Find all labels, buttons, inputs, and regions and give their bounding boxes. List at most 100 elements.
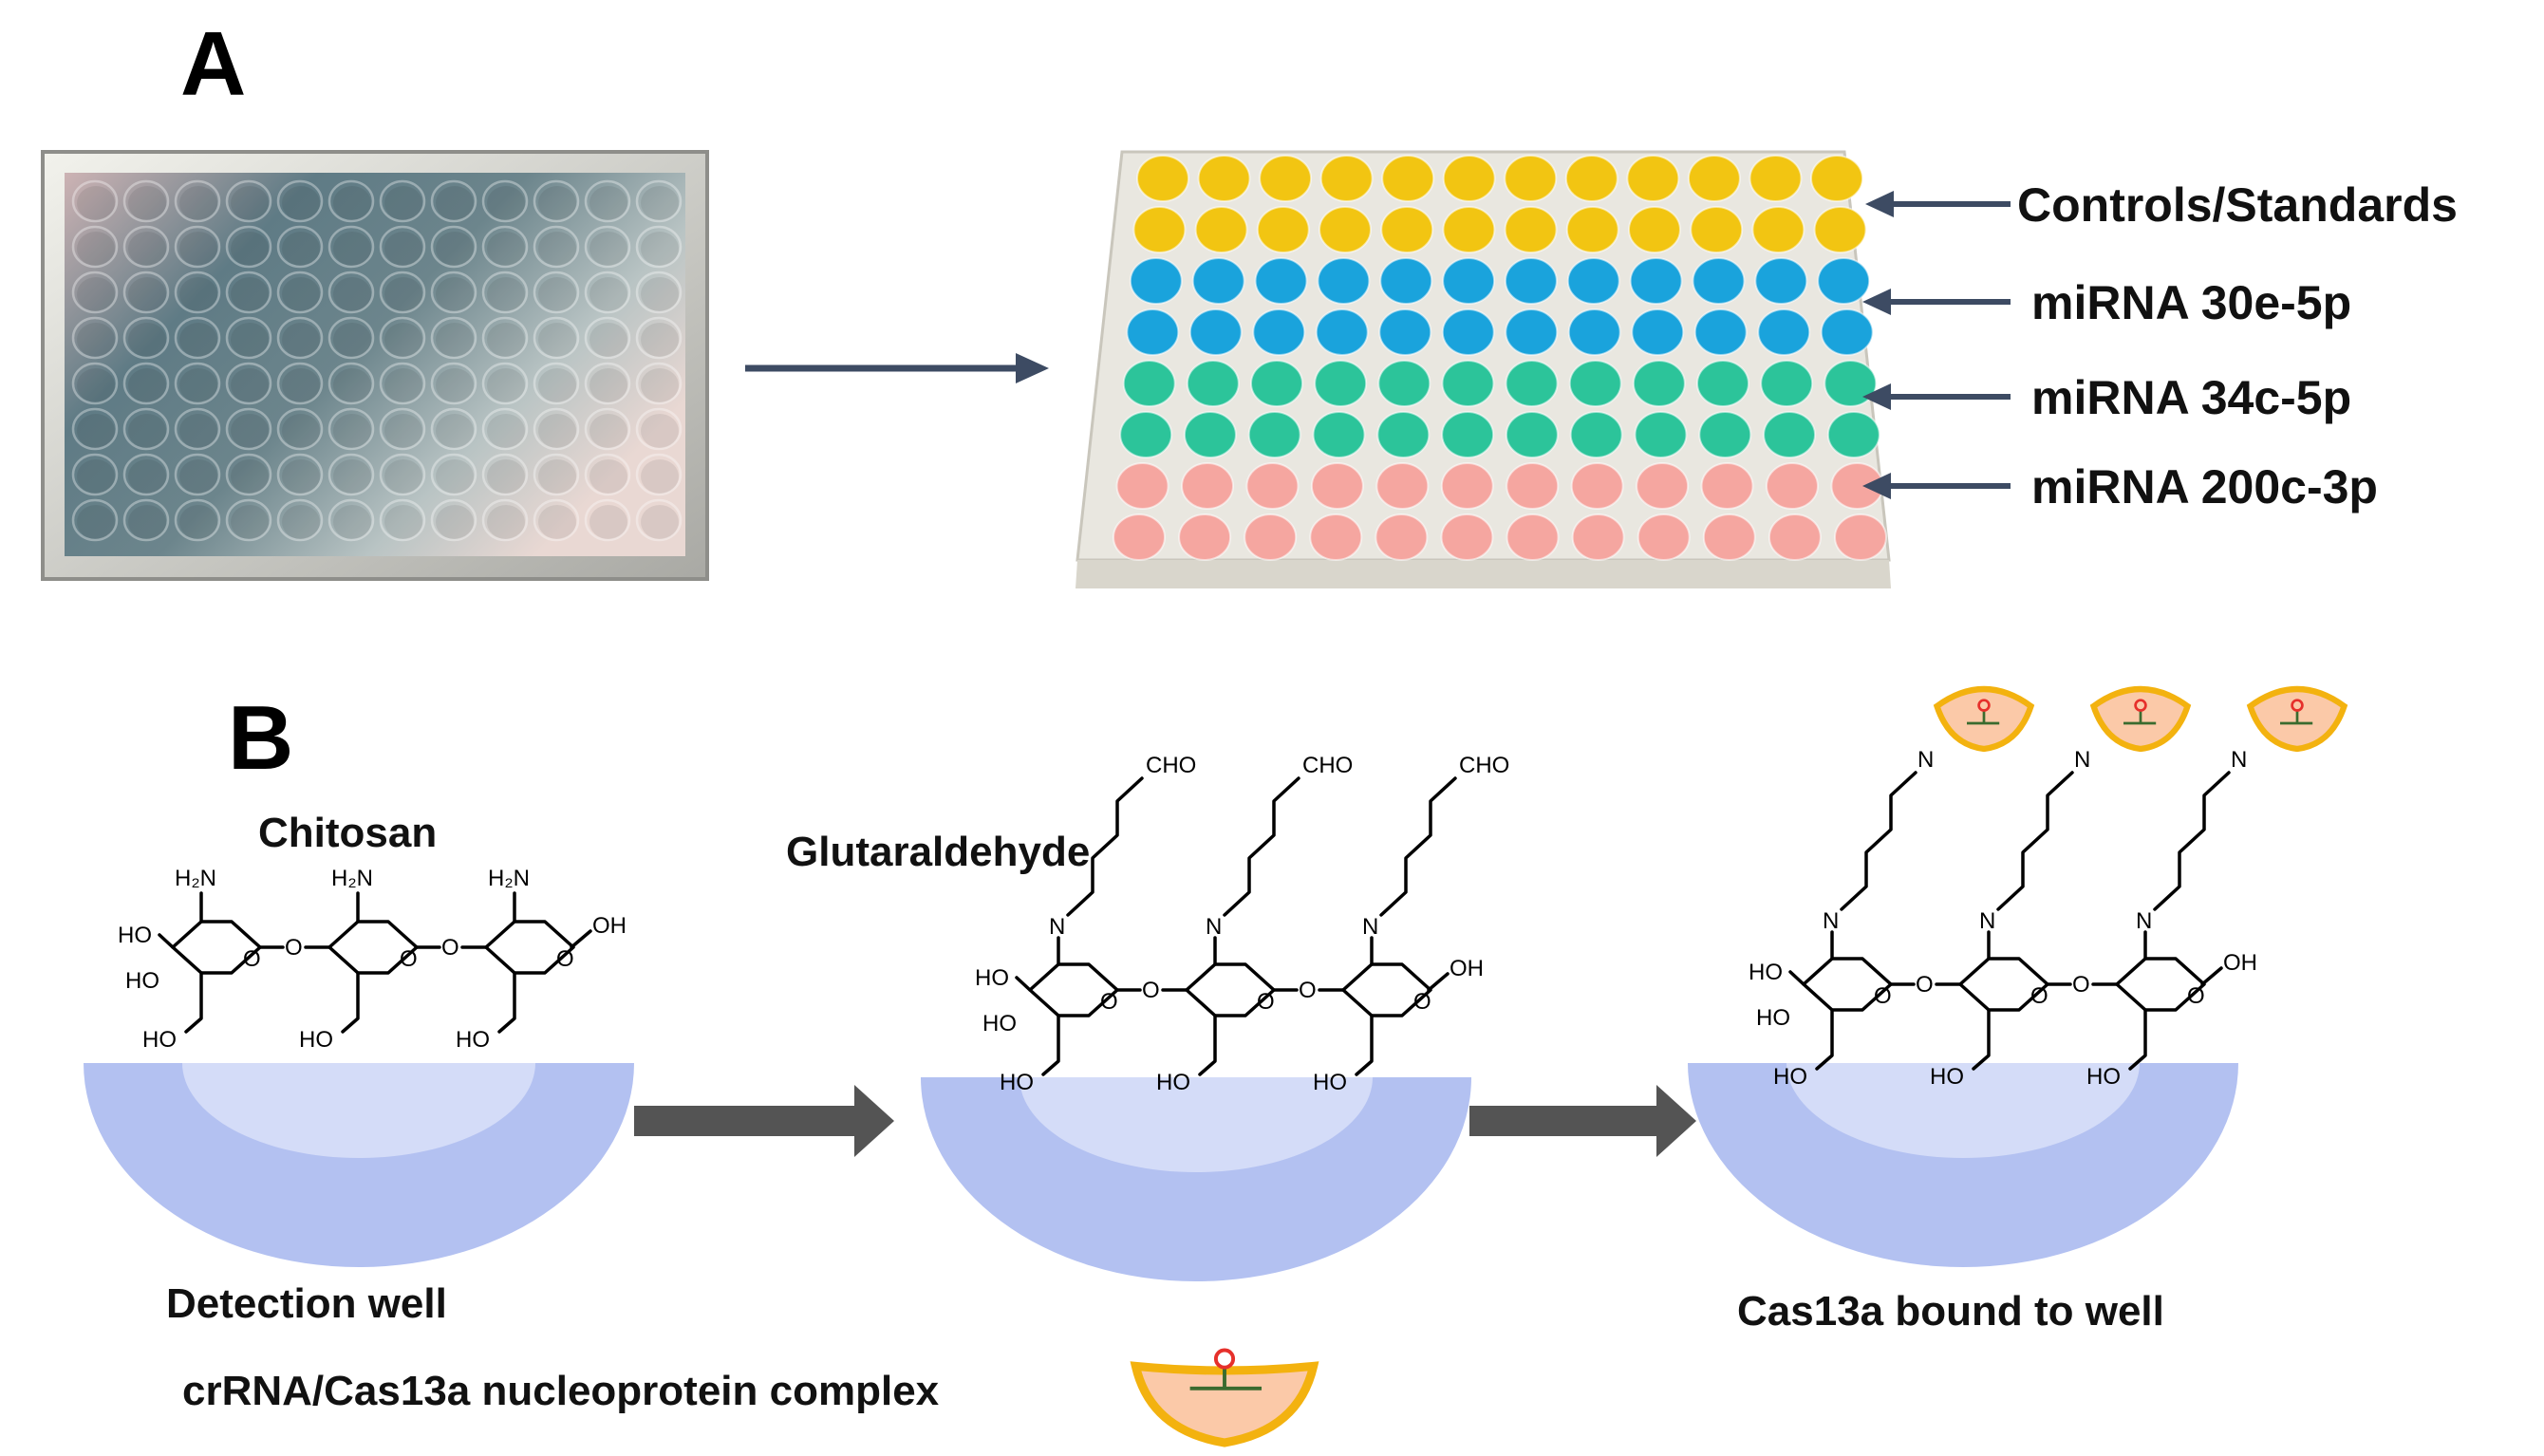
plate-well xyxy=(379,498,426,542)
hydroxyl-label: HO xyxy=(125,968,159,994)
plate-well xyxy=(327,453,375,496)
plate-well-shadow xyxy=(589,277,627,311)
plate-well xyxy=(481,498,529,542)
ring-oxygen-label: O xyxy=(1874,983,1892,1009)
plate-well xyxy=(122,362,170,405)
plate-well xyxy=(174,316,221,360)
colored-well xyxy=(1315,308,1369,356)
plate-well xyxy=(430,316,477,360)
chem-bond xyxy=(1223,776,1300,917)
chem-bond xyxy=(2153,771,2231,911)
chem-bond xyxy=(570,929,592,949)
hydroxyl-label: HO xyxy=(299,1027,333,1053)
plate-well-shadow xyxy=(128,232,166,266)
plate-well-shadow xyxy=(589,414,627,448)
plate-well-shadow xyxy=(487,323,525,357)
plate-well xyxy=(533,179,580,223)
colored-well xyxy=(1571,513,1625,561)
amine-label: H₂N xyxy=(175,866,216,891)
detection-well-2 xyxy=(921,1077,1471,1281)
chem-bond xyxy=(341,971,360,1034)
plate-well-shadow xyxy=(179,323,217,357)
colored-well xyxy=(1824,360,1878,407)
plate-well xyxy=(225,271,272,314)
plate-well-shadow xyxy=(179,186,217,220)
glycosidic-oxygen-label: O xyxy=(1299,978,1317,1003)
colored-well xyxy=(1317,257,1371,305)
plate-well-shadow xyxy=(641,232,679,266)
hydroxyl-label: HO xyxy=(1749,960,1783,985)
hydroxyl-label: HO xyxy=(2086,1064,2121,1090)
colored-well xyxy=(1441,411,1495,458)
imine-nitrogen-label: N xyxy=(1823,908,1839,934)
plate-well xyxy=(225,407,272,451)
plate-well-shadow xyxy=(282,505,320,539)
colored-well xyxy=(1632,360,1686,407)
plate-well-shadow xyxy=(384,232,422,266)
chem-bond xyxy=(184,971,203,1034)
plate-well-shadow xyxy=(128,505,166,539)
plate-well-shadow xyxy=(384,459,422,494)
step-arrow-2 xyxy=(1469,1085,1696,1157)
plate-well-shadow xyxy=(282,277,320,311)
colored-well xyxy=(1381,155,1435,202)
plate-well-shadow xyxy=(538,414,576,448)
plate-well xyxy=(430,362,477,405)
plate-well xyxy=(327,362,375,405)
colored-well xyxy=(1634,411,1688,458)
plate-well xyxy=(122,407,170,451)
imine-nitrogen-label: N xyxy=(1917,747,1934,773)
plate-well xyxy=(276,271,324,314)
plate-well-shadow xyxy=(589,232,627,266)
colored-well xyxy=(1245,462,1300,510)
plate-well xyxy=(481,316,529,360)
hydroxyl-label: OH xyxy=(2223,950,2257,976)
hydroxyl-label: OH xyxy=(1450,956,1484,981)
plate-well xyxy=(533,271,580,314)
colored-well xyxy=(1763,411,1817,458)
colored-well xyxy=(1692,257,1746,305)
colored-well xyxy=(1768,513,1822,561)
crrna-strand xyxy=(2123,710,2157,725)
plate-well-shadow xyxy=(231,277,269,311)
colored-well xyxy=(1378,308,1432,356)
colored-well xyxy=(1637,513,1691,561)
plate-well xyxy=(379,362,426,405)
plate-well-shadow xyxy=(641,323,679,357)
panel-a-arrow xyxy=(745,353,1049,383)
colored-well xyxy=(1259,155,1313,202)
plate-well xyxy=(327,271,375,314)
plate-well xyxy=(71,271,119,314)
colored-well xyxy=(1505,411,1559,458)
ring-oxygen-label: O xyxy=(243,946,261,972)
plate-well xyxy=(71,225,119,269)
ring-oxygen-label: O xyxy=(2030,983,2048,1009)
plate-well-shadow xyxy=(231,323,269,357)
colored-well xyxy=(1181,462,1235,510)
plate-well-shadow xyxy=(333,414,371,448)
plate-well xyxy=(71,498,119,542)
plate-well-shadow xyxy=(641,186,679,220)
colored-well xyxy=(1700,462,1754,510)
colored-well xyxy=(1194,206,1248,253)
colored-well xyxy=(1380,206,1434,253)
plate-well xyxy=(533,362,580,405)
colored-well xyxy=(1564,155,1618,202)
plate-well-shadow xyxy=(77,414,115,448)
colored-well xyxy=(1765,462,1819,510)
plate-well-shadow xyxy=(282,323,320,357)
plate-well-shadow xyxy=(231,232,269,266)
plate-well-shadow xyxy=(538,368,576,402)
plate-well xyxy=(379,316,426,360)
plate-well xyxy=(122,316,170,360)
row-label: miRNA 34c-5p xyxy=(2031,371,2351,424)
plate-well xyxy=(481,271,529,314)
plate-well-shadow xyxy=(77,505,115,539)
imine-nitrogen-label: N xyxy=(2136,908,2152,934)
plate-well-shadow xyxy=(538,186,576,220)
chem-bond xyxy=(1840,771,1917,911)
plate-well-shadow xyxy=(538,232,576,266)
